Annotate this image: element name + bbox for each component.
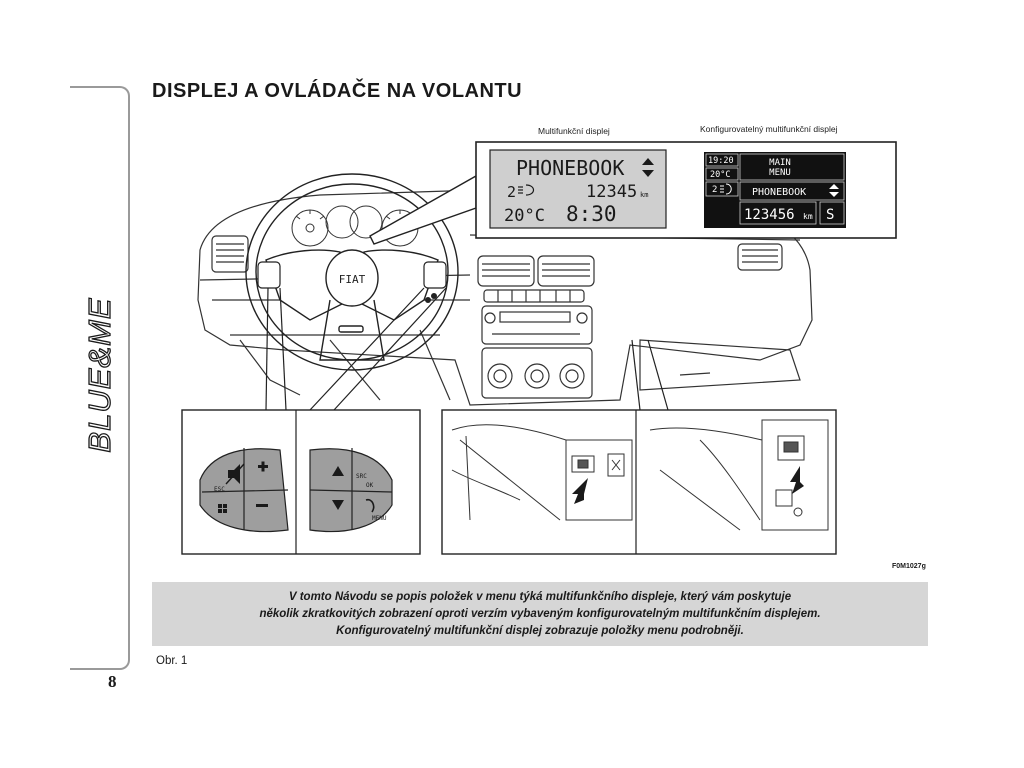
usb-inset-left bbox=[451, 424, 633, 521]
label-multifunction-display: Multifunkční displej bbox=[538, 126, 610, 136]
cfg-gear: 2 bbox=[712, 185, 717, 195]
src-button-label: SRC bbox=[356, 473, 367, 480]
caption-line-1: V tomto Návodu se popis položek v menu t… bbox=[288, 590, 792, 603]
cfg-menu-title-line1: MAIN bbox=[769, 158, 791, 168]
cfg-odometer: 123456 bbox=[744, 207, 795, 223]
minus-icon bbox=[256, 504, 268, 507]
windows-icon bbox=[218, 504, 222, 508]
caption-line-2: několik zkratkovitých zobrazení oproti v… bbox=[259, 607, 821, 620]
usb-inset-right bbox=[649, 419, 829, 531]
cfg-odometer-unit: km bbox=[803, 212, 813, 221]
lcd-gear: 2 bbox=[507, 183, 516, 201]
cfg-menu-title-line2: MENU bbox=[769, 168, 791, 178]
mute-icon bbox=[228, 464, 240, 484]
down-arrow-icon bbox=[332, 500, 344, 510]
up-arrow-icon bbox=[332, 466, 344, 476]
multifunction-lcd bbox=[489, 149, 667, 229]
ok-button-label: OK bbox=[366, 482, 374, 489]
lcd-odometer-unit: km bbox=[640, 191, 648, 199]
cfg-light-icon bbox=[720, 183, 732, 195]
cfg-menu-item: PHONEBOOK bbox=[752, 187, 806, 198]
figure-code: F0M1027g bbox=[892, 563, 926, 570]
cfg-mode: S bbox=[826, 207, 834, 223]
lcd-time: 8:30 bbox=[566, 202, 617, 226]
phone-icon bbox=[365, 498, 375, 513]
cfg-time: 19:20 bbox=[708, 156, 734, 166]
esc-button-label: ESC bbox=[214, 486, 225, 493]
page-title: DISPLEJ A OVLÁDAČE NA VOLANTU bbox=[152, 80, 523, 102]
steering-wheel bbox=[245, 173, 459, 371]
caption-box: V tomto Návodu se popis položek v menu t… bbox=[152, 582, 928, 646]
lcd-light-icon bbox=[518, 184, 535, 196]
steering-right-buttons bbox=[332, 466, 375, 513]
lcd-menu-line: PHONEBOOK bbox=[516, 156, 624, 180]
lcd-odometer: 12345 bbox=[586, 182, 637, 202]
label-configurable-display: Konfigurovatelný multifunkční displej bbox=[700, 124, 838, 134]
caption-line-3: Konfigurovatelný multifunkční displej zo… bbox=[336, 624, 744, 637]
steering-logo: FIAT bbox=[339, 273, 366, 286]
menu-button-label: MENU bbox=[372, 515, 387, 522]
usb-port-insets bbox=[441, 409, 837, 555]
usb-arrow-left bbox=[572, 478, 588, 504]
steering-left-buttons bbox=[218, 461, 268, 513]
figure-reference: Obr. 1 bbox=[156, 655, 188, 667]
usb-arrow-right bbox=[790, 466, 804, 494]
configurable-lcd bbox=[704, 152, 846, 228]
lcd-temperature: 20°C bbox=[504, 206, 545, 226]
page-number: 8 bbox=[108, 672, 117, 691]
side-bracket bbox=[70, 86, 130, 670]
cfg-temperature: 20°C bbox=[710, 170, 730, 180]
